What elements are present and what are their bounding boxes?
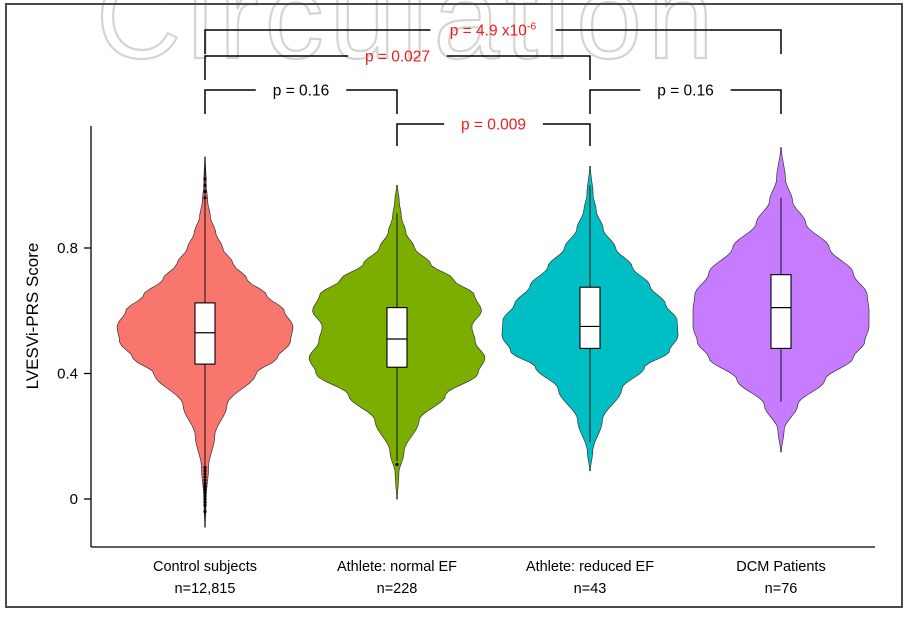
outlier-point: [203, 484, 207, 489]
violin-group: [692, 147, 870, 453]
outlier-point: [203, 196, 207, 200]
category-label: Athlete: normal EF: [337, 559, 457, 575]
outlier-point: [203, 494, 207, 498]
bracket-left: [589, 89, 641, 114]
outlier-point: [203, 472, 207, 476]
violin-group: [501, 166, 679, 472]
bracket-right: [542, 123, 591, 146]
outlier-point: [203, 487, 207, 492]
bracket-left: [204, 89, 256, 114]
p-value-exponent: -6: [527, 21, 536, 33]
circulation-watermark: Circulation: [96, 0, 719, 84]
violin-group: [116, 156, 294, 528]
significance-bracket: p = 0.16: [589, 83, 782, 114]
outlier-point: [395, 462, 399, 467]
violin-group: [308, 184, 486, 500]
p-value-label: p = 0.16: [657, 83, 713, 100]
category-n-label: n=43: [574, 581, 607, 597]
outlier-point: [203, 491, 207, 495]
significance-bracket: p = 0.027: [204, 49, 591, 80]
outlier-point: [203, 469, 207, 473]
figure-frame: [5, 3, 903, 608]
outlier-point: [203, 509, 207, 514]
p-value-label: p = 4.9 x10-6: [450, 21, 537, 40]
bracket-right: [346, 89, 398, 114]
bracket-left: [204, 29, 431, 54]
y-axis-title: LVESVi-PRS Score: [23, 243, 42, 390]
outlier-point: [203, 481, 207, 485]
category-n-label: n=228: [377, 581, 418, 597]
significance-bracket: p = 4.9 x10-6: [204, 21, 782, 54]
iqr-box: [770, 274, 792, 349]
category-label: Control subjects: [153, 559, 257, 575]
category-n-label: n=76: [765, 581, 798, 597]
bracket-right: [730, 89, 782, 114]
y-tick-label: 0: [70, 491, 78, 508]
outlier-point: [203, 177, 207, 181]
bracket-right: [446, 55, 591, 80]
y-tick-label: 0.8: [57, 240, 78, 257]
significance-bracket: p = 0.16: [204, 83, 398, 114]
outlier-point: [203, 189, 207, 194]
category-label: DCM Patients: [736, 559, 825, 575]
significance-bracket: p = 0.009: [396, 117, 591, 146]
bracket-left: [204, 55, 349, 80]
outlier-point: [203, 500, 207, 504]
y-tick-label: 0.4: [57, 366, 78, 383]
p-value-label: p = 0.027: [365, 49, 430, 66]
outlier-point: [203, 503, 207, 507]
category-label: Athlete: reduced EF: [526, 559, 654, 575]
outlier-point: [203, 466, 207, 470]
iqr-box: [579, 286, 601, 349]
bracket-right: [555, 29, 782, 54]
iqr-box: [194, 302, 216, 365]
p-value-label: p = 0.009: [461, 117, 526, 134]
outlier-point: [203, 183, 207, 187]
category-n-label: n=12,815: [175, 581, 236, 597]
p-value-label: p = 0.16: [273, 83, 329, 100]
outlier-point: [203, 475, 207, 479]
bracket-left: [396, 123, 445, 146]
iqr-box: [386, 307, 408, 368]
outlier-point: [203, 478, 207, 482]
outlier-point: [203, 497, 207, 501]
